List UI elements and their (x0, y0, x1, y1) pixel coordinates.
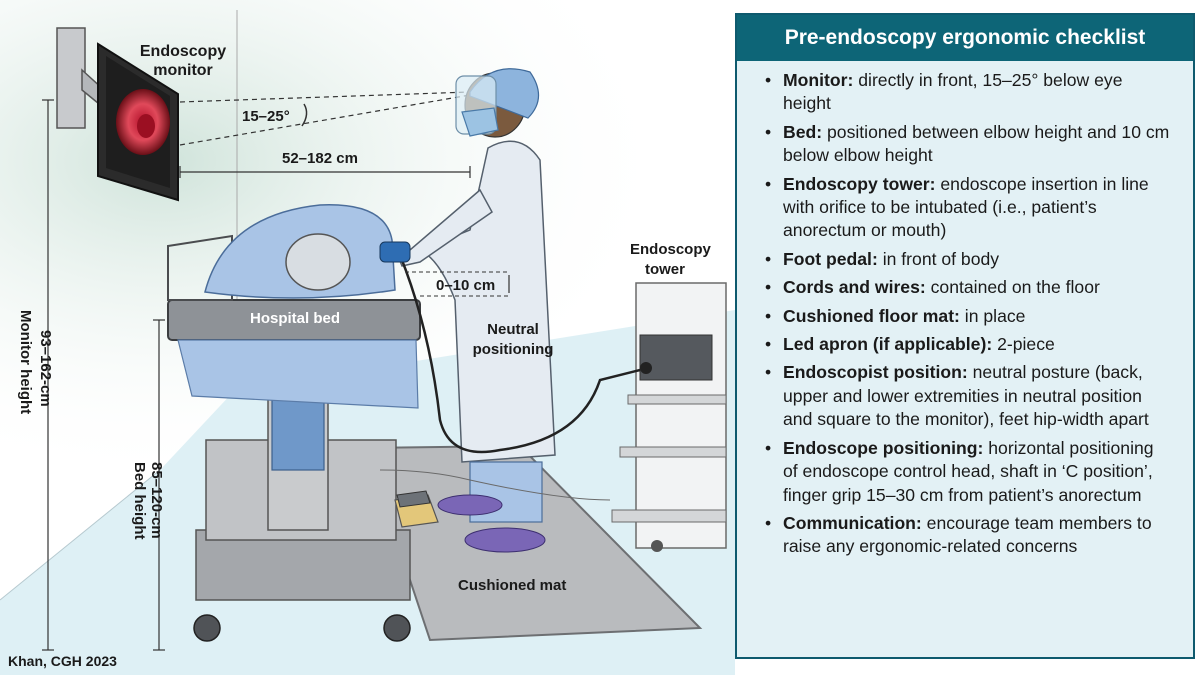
shoe-right (464, 527, 546, 553)
bullet-icon: • (765, 121, 772, 142)
bullet-icon: • (765, 512, 772, 533)
tower-shelf-2 (619, 446, 727, 458)
endoscope-control-head (379, 241, 411, 263)
item-text: in place (959, 305, 1026, 326)
wall-mount (56, 27, 86, 129)
bullet-icon: • (765, 70, 772, 90)
monitor-image-lumen (137, 114, 155, 138)
monitor-label: Endoscopy monitor (139, 43, 227, 79)
item-term: Cushioned floor mat: (783, 305, 960, 326)
item-term: Communication: (783, 512, 922, 533)
elbow-gap-label: 0–10 cm (436, 277, 496, 294)
item-term: Bed: (783, 121, 823, 142)
checklist-list: • Monitor: directly in front, 15–25° belo… (737, 61, 1193, 559)
checklist-item-mat: • Cushioned floor mat: in place (765, 305, 1171, 328)
monitor-height-value: 93–162-cm (37, 330, 54, 407)
neutral-label: Neutral positioning (472, 321, 554, 358)
endoscopy-tower-frame (635, 282, 727, 549)
tower-port (640, 362, 652, 374)
checklist-item-apron: • Led apron (if applicable): 2-piece (765, 333, 1171, 356)
distance-label: 52–182 cm (282, 150, 358, 167)
angle-label: 15–25° (242, 108, 290, 125)
checklist-item-monitor: • Monitor: directly in front, 15–25° belo… (765, 69, 1171, 116)
checklist-item-endoscope-positioning: • Endoscope positioning: horizontal posit… (765, 437, 1171, 507)
item-term: Monitor: (783, 70, 854, 90)
checklist-title: Pre-endoscopy ergonomic checklist (737, 15, 1193, 61)
tower-base (611, 509, 727, 523)
sight-line-level (179, 91, 471, 103)
bullet-icon: • (765, 248, 772, 269)
item-term: Cords and wires: (783, 277, 926, 298)
item-text: positioned between elbow height and 10 c… (783, 121, 1170, 166)
monitor-height-label: Monitor height (17, 310, 34, 415)
bed-height-label: Bed height (131, 462, 148, 540)
item-text: in front of body (877, 248, 1000, 269)
bed-label: Hospital bed (250, 310, 341, 327)
bed-wheel-right (383, 614, 411, 642)
scene-svg (0, 0, 735, 675)
checklist-item-foot-pedal: • Foot pedal: in front of body (765, 248, 1171, 271)
tower-wheel (651, 540, 663, 552)
tower-shelf-1 (627, 394, 727, 405)
bullet-icon: • (765, 334, 772, 355)
item-term: Led apron (if applicable): (783, 334, 993, 355)
tower-label: Endoscopy tower (630, 241, 711, 278)
checklist-item-endoscopist-position: • Endoscopist position: neutral posture (… (765, 361, 1171, 431)
bullet-icon: • (765, 277, 772, 298)
sight-line-down (179, 94, 471, 146)
checklist-item-cords: • Cords and wires: contained on the floor (765, 276, 1171, 299)
endoscopist-mask (461, 107, 499, 137)
bed-sheet-drape (177, 339, 419, 409)
ergonomics-illustration: Endoscopy monitor 15–25° 52–182 cm Hospi… (0, 0, 735, 675)
item-text: 2-piece (992, 334, 1055, 355)
item-term: Endoscope positioning: (783, 437, 984, 458)
bullet-icon: • (765, 173, 772, 194)
item-text: directly in front, 15–25° below eye heig… (783, 70, 1123, 114)
bed-column-bellows (271, 399, 325, 471)
credit-label: Khan, CGH 2023 (8, 653, 117, 669)
floor-cord (379, 469, 611, 501)
bed-height-value: 85–120-cm (148, 462, 165, 539)
checklist-item-bed: • Bed: positioned between elbow height an… (765, 121, 1171, 168)
item-text: contained on the floor (925, 277, 1100, 298)
bed-wheel-left (193, 614, 221, 642)
foot-pedal-top (396, 490, 431, 508)
tower-processor (639, 334, 713, 381)
checklist-panel: Pre-endoscopy ergonomic checklist • Monit… (735, 13, 1195, 659)
item-text: neutral posture (back, upper and lower e… (783, 362, 1149, 430)
patient-head (285, 233, 351, 291)
angle-arc (301, 103, 308, 127)
checklist-item-communication: • Communication: encourage team members t… (765, 512, 1171, 559)
bed-head-rail (167, 234, 233, 301)
item-term: Endoscopist position: (783, 362, 968, 383)
mat-label: Cushioned mat (458, 577, 567, 594)
bullet-icon: • (765, 305, 772, 326)
item-term: Foot pedal: (783, 248, 878, 269)
item-text: endoscope insertion in line with orifice… (783, 173, 1149, 241)
item-term: Endoscopy tower: (783, 173, 936, 194)
bullet-icon: • (765, 362, 772, 383)
item-text: encourage team members to raise any ergo… (783, 512, 1152, 557)
bullet-icon: • (765, 437, 772, 458)
shoe-left (437, 494, 503, 516)
wall-floor-line (0, 469, 161, 601)
endoscope-cord (398, 254, 641, 454)
item-text: horizontal positioning of endoscope cont… (783, 437, 1154, 505)
checklist-item-tower: • Endoscopy tower: endoscope insertion in… (765, 173, 1171, 243)
